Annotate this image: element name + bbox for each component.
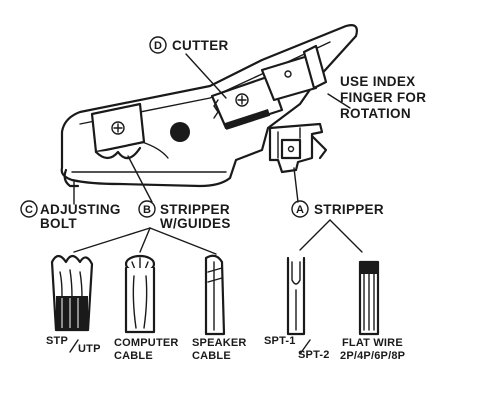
- computer-label-1: COMPUTER: [114, 337, 179, 349]
- label-stripper: A STRIPPER: [291, 200, 384, 218]
- cable-labels: STP UTP COMPUTER CABLE SPEAKER CABLE SPT…: [46, 335, 405, 362]
- stripper-tool: [60, 24, 358, 188]
- guides-block: [90, 102, 169, 160]
- spt2-label: SPT-2: [298, 349, 330, 361]
- cable-flat-wire-drawing: [358, 260, 380, 336]
- utp-label: UTP: [78, 343, 101, 355]
- rotation-tab: [302, 44, 328, 90]
- bolt-line-1: ADJUSTING: [40, 202, 121, 217]
- speaker-label-1: SPEAKER: [192, 337, 247, 349]
- callout-lines: [73, 53, 363, 255]
- cutter-text: CUTTER: [172, 38, 229, 53]
- cable-computer-drawing: [124, 254, 156, 334]
- adjusting-bolt: [63, 168, 80, 188]
- stp-label: STP: [46, 335, 68, 347]
- stripper-head: [268, 122, 328, 174]
- guides-letter: B: [143, 204, 151, 216]
- cable-stp-utp-drawing: [50, 254, 94, 332]
- flat-wire-label-2: 2P/4P/6P/8P: [340, 350, 405, 362]
- guides-line-2: W/GUIDES: [160, 216, 231, 231]
- spt1-label: SPT-1: [264, 335, 296, 347]
- cable-speaker-drawing: [204, 254, 226, 336]
- cutter-block: [210, 54, 318, 130]
- stripper-text: STRIPPER: [314, 202, 384, 217]
- stripper-letter: A: [296, 204, 304, 216]
- index-line-2: FINGER FOR: [340, 90, 426, 105]
- bolt-line-2: BOLT: [40, 216, 77, 231]
- label-stripper-guides: B STRIPPER W/GUIDES: [138, 200, 231, 231]
- cable-spt-drawing: [286, 256, 306, 336]
- speaker-label-2: CABLE: [192, 350, 231, 362]
- label-cutter: D CUTTER: [149, 36, 229, 54]
- bolt-letter: C: [25, 204, 33, 216]
- computer-label-2: CABLE: [114, 350, 153, 362]
- cutter-letter: D: [154, 40, 162, 52]
- index-line-1: USE INDEX: [340, 74, 415, 89]
- label-index-finger: USE INDEX FINGER FOR ROTATION: [340, 74, 426, 121]
- label-adjusting-bolt: C ADJUSTING BOLT: [20, 200, 121, 231]
- pivot-pin: [170, 122, 190, 142]
- flat-wire-label-1: FLAT WIRE: [342, 337, 403, 349]
- guides-line-1: STRIPPER: [160, 202, 230, 217]
- index-line-3: ROTATION: [340, 106, 411, 121]
